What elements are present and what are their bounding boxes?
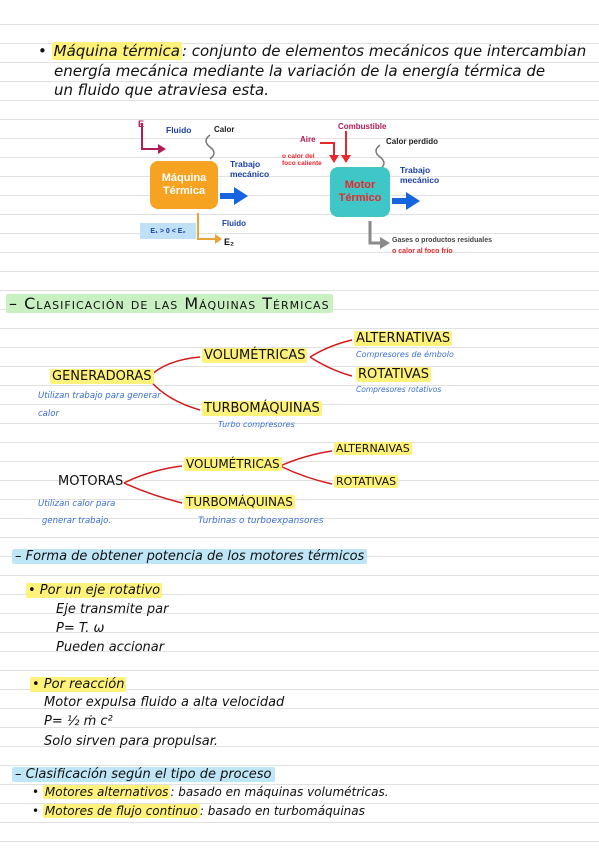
maquina-termica-box: Máquina Térmica <box>150 161 218 209</box>
bullet: • <box>38 42 47 60</box>
proceso-item-1-rest: : basado en máquinas volumétricas. <box>170 785 389 799</box>
term-maquina-termica: Máquina térmica <box>51 42 182 60</box>
proceso-item-2: • Motores de flujo continuo: basado en t… <box>32 804 365 819</box>
motor-termico-box: Motor Térmico <box>330 167 390 217</box>
section-proceso-text: – Clasificación según el tipo de proceso <box>12 767 275 782</box>
motoras-volumetricas-text: VOLUMÉTRICAS <box>184 457 282 471</box>
reaccion-line-1: Motor expulsa fluido a alta velocidad <box>44 695 285 710</box>
generadoras-label: GENERADORAS <box>50 369 154 385</box>
intro-text-1: : conjunto de elementos mecánicos que in… <box>181 42 587 60</box>
bullet: • <box>32 804 40 818</box>
section-potencia-text: – Forma de obtener potencia de los motor… <box>12 549 368 564</box>
label-aire: Aire <box>300 135 316 144</box>
label-relation: E₁ > 0 < E₂ <box>140 223 196 239</box>
generadoras-alternativas-note: Compresores de émbolo <box>356 350 454 359</box>
generadoras-volumetricas-text: VOLUMÉTRICAS <box>202 348 308 363</box>
generadoras-alternativas: ALTERNATIVAS <box>354 331 453 347</box>
motoras-note-1: Utilizan calor para <box>38 499 116 509</box>
motoras-alternativas: ALTERNAIVAS <box>334 442 412 456</box>
generadoras-note-2: calor <box>38 409 59 419</box>
diagram-arrows <box>141 123 420 249</box>
generadoras-turbomaquinas-text: TURBOMÁQUINAS <box>202 401 322 416</box>
motoras-note-2: generar trabajo. <box>42 516 112 526</box>
label-calor-perdido: Calor perdido <box>386 137 439 146</box>
label-foco-caliente: o calor del foco caliente <box>282 153 322 167</box>
label-trabajo-left: Trabajo mecánico <box>230 159 270 179</box>
motoras-rotativas-text: ROTATIVAS <box>334 475 399 488</box>
eje-title: • Por un eje rotativo <box>26 583 163 599</box>
generadoras-turbomaquinas: TURBOMÁQUINAS <box>202 401 322 417</box>
motoras-label: MOTORAS <box>58 474 124 489</box>
label-foco-frio: o calor al foco frío <box>392 248 453 255</box>
eje-line-2: P= T. ω <box>56 621 105 636</box>
label-combustible: Combustible <box>338 122 387 131</box>
proceso-item-2-rest: : basado en turbomáquinas <box>199 804 365 818</box>
generadoras-text: GENERADORAS <box>50 369 154 384</box>
motoras-volumetricas: VOLUMÉTRICAS <box>184 457 282 472</box>
label-gases: Gases o productos residuales <box>392 237 492 244</box>
eje-line-1: Eje transmite par <box>56 602 169 617</box>
generadoras-rotativas: ROTATIVAS <box>356 367 432 383</box>
motoras-turbomaquinas: TURBOMÁQUINAS <box>184 495 295 510</box>
motoras-turbomaquinas-text: TURBOMÁQUINAS <box>184 495 295 509</box>
intro-line-1: • Máquina térmica: conjunto de elementos… <box>38 42 587 60</box>
section-clasificacion: – Clasificación de las Máquinas Térmicas <box>6 294 333 313</box>
label-fluido-out: Fluido <box>222 219 246 228</box>
label-e1: E <box>138 119 145 129</box>
eje-line-3: Pueden accionar <box>56 640 165 655</box>
section-potencia: – Forma de obtener potencia de los motor… <box>12 549 368 565</box>
intro-line-2: energía mecánica mediante la variación d… <box>54 62 546 80</box>
proceso-item-1-term: Motores alternativos <box>42 785 171 799</box>
intro-line-3: un fluido que atraviesa esta. <box>54 81 270 99</box>
generadoras-turbomaquinas-note: Turbo compresores <box>218 420 295 429</box>
proceso-item-2-term: Motores de flujo continuo <box>42 804 200 818</box>
reaccion-line-2: P= ½ ṁ c² <box>44 714 113 729</box>
label-fluido-in: Fluido <box>166 125 192 135</box>
motoras-rotativas: ROTATIVAS <box>334 475 399 489</box>
thermal-machine-diagram: E Fluido Calor Máquina Térmica Trabajo m… <box>118 113 492 263</box>
reaccion-title: • Por reacción <box>30 677 127 693</box>
generadoras-rotativas-text: ROTATIVAS <box>356 367 432 382</box>
label-calor: Calor <box>214 125 235 134</box>
generadoras-volumetricas: VOLUMÉTRICAS <box>202 348 308 364</box>
reaccion-title-text: • Por reacción <box>30 677 127 692</box>
generadoras-rotativas-note: Compresores rotativos <box>356 385 442 394</box>
eje-title-text: • Por un eje rotativo <box>26 583 163 598</box>
label-e2: E₂ <box>224 237 235 247</box>
reaccion-line-3: Solo sirven para propulsar. <box>44 734 219 749</box>
generadoras-note-1: Utilizan trabajo para generar <box>38 391 161 401</box>
label-trabajo-right: Trabajo mecánico <box>400 165 440 185</box>
motoras-alternativas-text: ALTERNAIVAS <box>334 442 412 455</box>
generadoras-alternativas-text: ALTERNATIVAS <box>354 331 453 346</box>
motoras-turbomaquinas-note: Turbinas o turboexpansores <box>198 516 324 526</box>
section-clasificacion-text: – Clasificación de las Máquinas Térmicas <box>6 294 333 313</box>
section-proceso: – Clasificación según el tipo de proceso <box>12 767 275 783</box>
bullet: • <box>32 785 40 799</box>
proceso-item-1: • Motores alternativos: basado en máquin… <box>32 785 389 800</box>
